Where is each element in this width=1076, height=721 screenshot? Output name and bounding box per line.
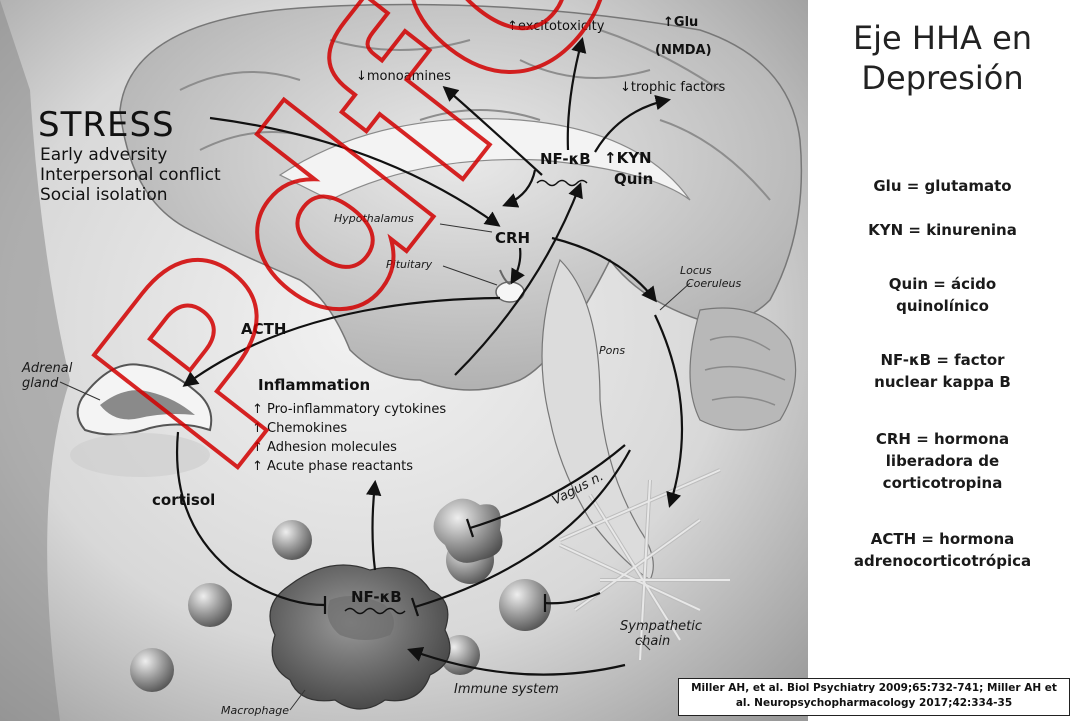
glossary-item-acth: ACTH = hormona adrenocorticotrópica bbox=[830, 528, 1055, 572]
glossary-line: adrenocorticotrópica bbox=[854, 552, 1031, 570]
citation-box: Miller AH, et al. Biol Psychiatry 2009;6… bbox=[678, 678, 1070, 716]
glossary-line: liberadora de bbox=[886, 452, 999, 470]
glossary-item-nfkb: NF-κB = factor nuclear kappa B bbox=[830, 349, 1055, 393]
glossary-line: nuclear kappa B bbox=[874, 373, 1011, 391]
glossary-line: quinolínico bbox=[896, 297, 989, 315]
watermark: PdfO bbox=[0, 0, 808, 721]
watermark-text: PdfO bbox=[41, 0, 691, 522]
glossary-item-kyn: KYN = kinurenina bbox=[830, 219, 1055, 241]
glossary-line: Glu = glutamato bbox=[873, 177, 1011, 195]
glossary-line: CRH = hormona bbox=[876, 430, 1009, 448]
glossary-line: KYN = kinurenina bbox=[868, 221, 1017, 239]
glossary-line: ACTH = hormona bbox=[871, 530, 1015, 548]
glossary-item-glu: Glu = glutamato bbox=[830, 175, 1055, 197]
slide-title: Eje HHA en Depresión bbox=[830, 18, 1055, 98]
glossary-item-quin: Quin = ácido quinolínico bbox=[830, 273, 1055, 317]
glossary-line: NF-κB = factor bbox=[880, 351, 1004, 369]
glossary-line: Quin = ácido bbox=[889, 275, 996, 293]
glossary-line: corticotropina bbox=[883, 474, 1003, 492]
glossary-item-crh: CRH = hormona liberadora de corticotropina bbox=[830, 428, 1055, 494]
